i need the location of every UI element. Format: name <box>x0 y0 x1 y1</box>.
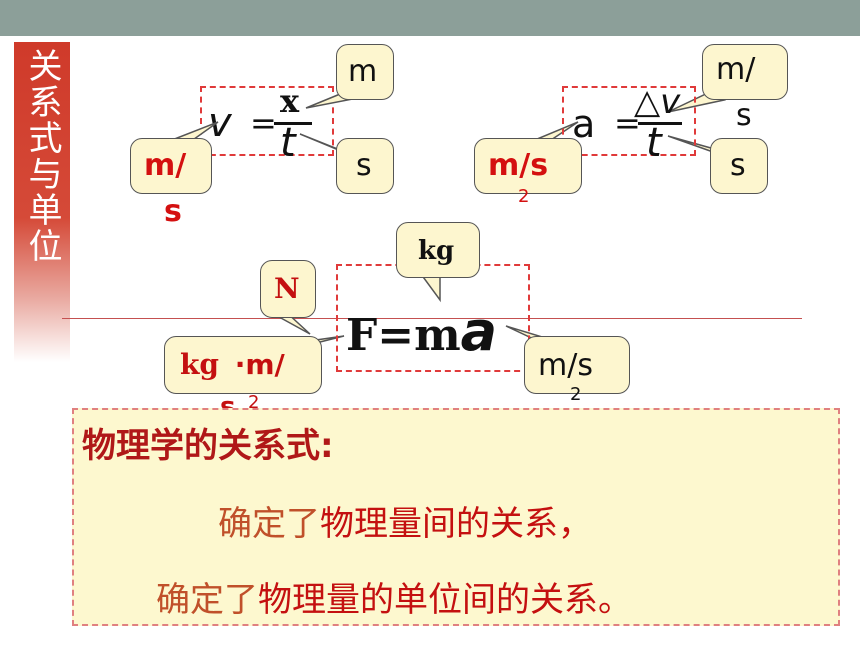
accel-unit-power: 2 <box>570 384 582 405</box>
acceleration-denominator: t <box>646 120 662 166</box>
velocity-denominator: t <box>280 120 296 166</box>
force-unit-expanded-power: 2 <box>248 392 260 413</box>
force-unit-expanded-rest: ·m/ <box>234 348 285 381</box>
velocity-fraction-bar <box>274 122 312 125</box>
acceleration-numerator: △v <box>634 82 681 122</box>
note-line-2-main: 物理量的单位间的关系。 <box>258 580 632 620</box>
note-line-1: 确定了物理量间的关系， <box>218 496 592 545</box>
note-title: 物理学的关系式: <box>82 426 334 466</box>
acceleration-denominator-unit-callout <box>710 138 768 194</box>
velocity-denominator-unit: s <box>356 148 372 183</box>
note-line-1-prefix: 确定了 <box>218 504 320 544</box>
acceleration-result-unit: m/s <box>488 148 549 183</box>
acceleration-denominator-unit: s <box>730 148 746 183</box>
note-line-2: 确定了物理量的单位间的关系。 <box>156 572 632 621</box>
velocity-denominator-unit-callout <box>336 138 394 194</box>
velocity-formula-box <box>200 86 334 156</box>
acceleration-numerator-unit-callout <box>702 44 788 100</box>
velocity-lhs: v <box>208 100 232 146</box>
accel-unit-callout <box>524 336 630 394</box>
velocity-numerator-unit-callout <box>336 44 394 100</box>
force-unit-expanded-prefix: kg <box>180 348 219 381</box>
force-expression: F=ma <box>346 300 497 363</box>
velocity-result-unit-callout <box>130 138 212 194</box>
acceleration-lhs: a <box>572 102 596 146</box>
velocity-numerator: x <box>280 82 300 120</box>
mass-unit-callout <box>396 222 480 278</box>
force-unit: N <box>274 272 300 305</box>
sidebar-panel <box>14 42 70 362</box>
acceleration-formula-box <box>562 86 696 156</box>
velocity-equals: = <box>250 104 277 142</box>
force-unit-callout <box>260 260 316 318</box>
acceleration-numerator-unit-top: m/ <box>716 52 756 87</box>
sidebar-title: 关系式与单位 <box>22 48 62 264</box>
velocity-numerator-unit: m <box>348 54 378 89</box>
note-line-1-main: 物理量间的关系， <box>320 504 592 544</box>
note-box <box>72 408 840 626</box>
force-unit-expanded-callout <box>164 336 322 394</box>
velocity-result-unit-bottom: s <box>164 194 182 229</box>
accel-unit: m/s <box>538 348 593 383</box>
mass-unit: kg <box>418 236 455 266</box>
top-bar <box>0 0 860 36</box>
divider-line <box>62 318 802 319</box>
acceleration-equals: = <box>614 104 641 142</box>
acceleration-fraction-bar <box>638 122 682 125</box>
note-line-2-prefix: 确定了 <box>156 580 258 620</box>
acceleration-result-unit-power: 2 <box>518 186 530 207</box>
force-unit-expanded: kg ·m/ <box>180 348 285 381</box>
acceleration-numerator-unit-bottom: s <box>736 98 752 133</box>
force-expression-a: a <box>460 300 498 363</box>
acceleration-result-unit-callout <box>474 138 582 194</box>
force-expression-prefix: F=m <box>346 310 461 361</box>
velocity-result-unit-top: m/ <box>144 148 187 183</box>
